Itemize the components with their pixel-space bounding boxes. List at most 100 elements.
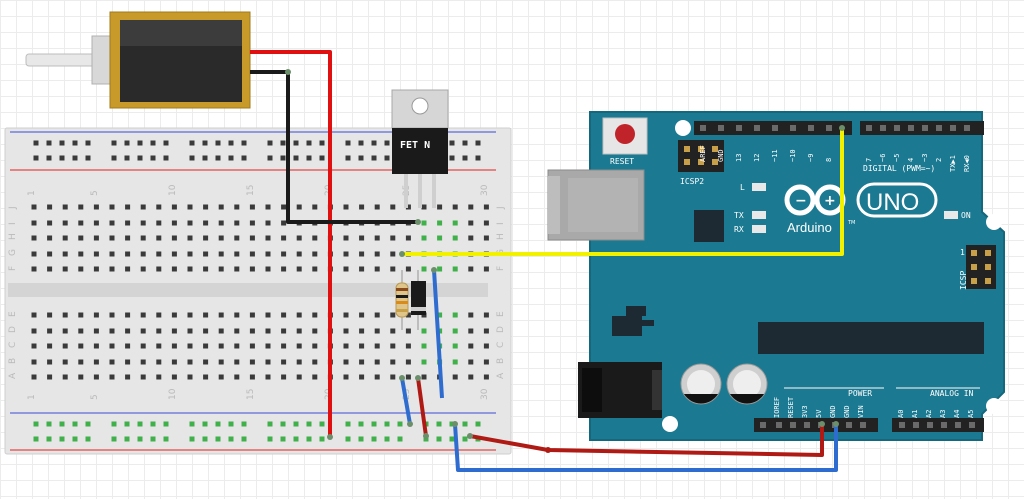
icsp-label: ICSP	[959, 271, 968, 290]
rail-hole	[72, 155, 78, 161]
breadboard-hole	[140, 266, 146, 272]
rail-hole	[475, 421, 481, 427]
breadboard-hole	[296, 266, 302, 272]
rail-hole	[371, 421, 377, 427]
pin-label-9: ~9	[807, 154, 815, 162]
breadboard-hole	[249, 204, 255, 210]
col-num-bottom-15: 15	[246, 389, 256, 400]
breadboard-hole	[62, 235, 68, 241]
breadboard-hole	[265, 251, 271, 257]
breadboard-hole	[203, 328, 209, 334]
rail-hole	[293, 436, 299, 442]
breadboard-hole	[281, 328, 287, 334]
rail-hole	[462, 140, 468, 146]
breadboard-hole	[187, 312, 193, 318]
icsp2-label: ICSP2	[680, 177, 704, 186]
breadboard-hole	[483, 359, 489, 365]
breadboard-hole	[421, 204, 427, 210]
breadboard-hole	[47, 374, 53, 380]
breadboard-hole	[359, 359, 365, 365]
rail-hole	[72, 421, 78, 427]
breadboard-hole	[156, 266, 162, 272]
breadboard-hole	[234, 235, 240, 241]
breadboard-hole	[452, 328, 458, 334]
rail-hole	[85, 140, 91, 146]
row-letter-right-a: A	[496, 372, 506, 379]
rail-hole	[384, 155, 390, 161]
rail-hole	[397, 436, 403, 442]
breadboard-hole	[249, 251, 255, 257]
breadboard-hole	[93, 343, 99, 349]
breadboard-hole	[218, 251, 224, 257]
breadboard-hole	[374, 328, 380, 334]
breadboard-hole	[187, 251, 193, 257]
rail-hole	[124, 140, 130, 146]
rail-hole	[462, 421, 468, 427]
rail-hole	[150, 421, 156, 427]
breadboard-hole	[125, 204, 131, 210]
breadboard-hole	[421, 266, 427, 272]
breadboard-hole	[468, 343, 474, 349]
rail-hole	[215, 436, 221, 442]
reset-button[interactable]	[602, 117, 648, 155]
breadboard-hole	[452, 359, 458, 365]
fet-drain-leg	[418, 174, 422, 208]
rail-hole	[85, 421, 91, 427]
rail-hole	[46, 140, 52, 146]
breadboard-hole	[171, 251, 177, 257]
rail-hole	[163, 436, 169, 442]
col-num-top-30: 30	[480, 184, 490, 196]
breadboard-hole	[374, 374, 380, 380]
rail-hole	[319, 155, 325, 161]
diode-cathode-band	[411, 307, 426, 311]
rail-hole	[137, 421, 143, 427]
breadboard-hole	[405, 359, 411, 365]
wire-red-short	[416, 377, 428, 437]
breadboard-hole	[437, 312, 443, 318]
solenoid-collar	[91, 35, 111, 85]
breadboard-hole	[296, 328, 302, 334]
wire-yellow-gate-to-pin9	[402, 128, 844, 256]
breadboard-hole	[265, 204, 271, 210]
rail-hole	[267, 155, 273, 161]
breadboard-hole	[62, 374, 68, 380]
breadboard-hole	[218, 343, 224, 349]
breadboard-hole	[109, 312, 115, 318]
rail-hole	[293, 140, 299, 146]
breadboard-hole	[93, 220, 99, 226]
breadboard-hole	[437, 204, 443, 210]
led-l-indicator	[752, 183, 766, 191]
breadboard-hole	[187, 220, 193, 226]
rail-hole	[46, 155, 52, 161]
analog-pin-a5: A5	[967, 410, 975, 418]
breadboard-hole	[452, 235, 458, 241]
breadboard-hole	[156, 235, 162, 241]
breadboard-hole	[109, 204, 115, 210]
breadboard-hole	[125, 220, 131, 226]
breadboard-hole	[125, 359, 131, 365]
breadboard-hole	[437, 266, 443, 272]
rail-hole	[358, 436, 364, 442]
fet-gate-leg	[404, 174, 408, 208]
breadboard-hole	[234, 374, 240, 380]
breadboard-hole	[31, 204, 37, 210]
breadboard-hole	[47, 343, 53, 349]
pin-label-tx1: TX▶1	[949, 155, 957, 172]
breadboard-hole	[452, 312, 458, 318]
rail-hole	[124, 436, 130, 442]
fet-n-transistor	[391, 89, 449, 208]
breadboard-hole	[171, 343, 177, 349]
power-label: POWER	[848, 389, 872, 398]
rail-hole	[306, 421, 312, 427]
rail-hole	[150, 436, 156, 442]
breadboard-hole	[171, 359, 177, 365]
rail-hole	[371, 155, 377, 161]
col-num-top-5: 5	[90, 190, 100, 196]
rail-hole	[202, 140, 208, 146]
led-rx-label: RX	[734, 225, 744, 234]
pin-label-11: ~11	[771, 149, 779, 162]
breadboard-hole	[452, 374, 458, 380]
breadboard-hole	[62, 220, 68, 226]
led-l-label: L	[740, 183, 745, 192]
breadboard-hole	[31, 266, 37, 272]
